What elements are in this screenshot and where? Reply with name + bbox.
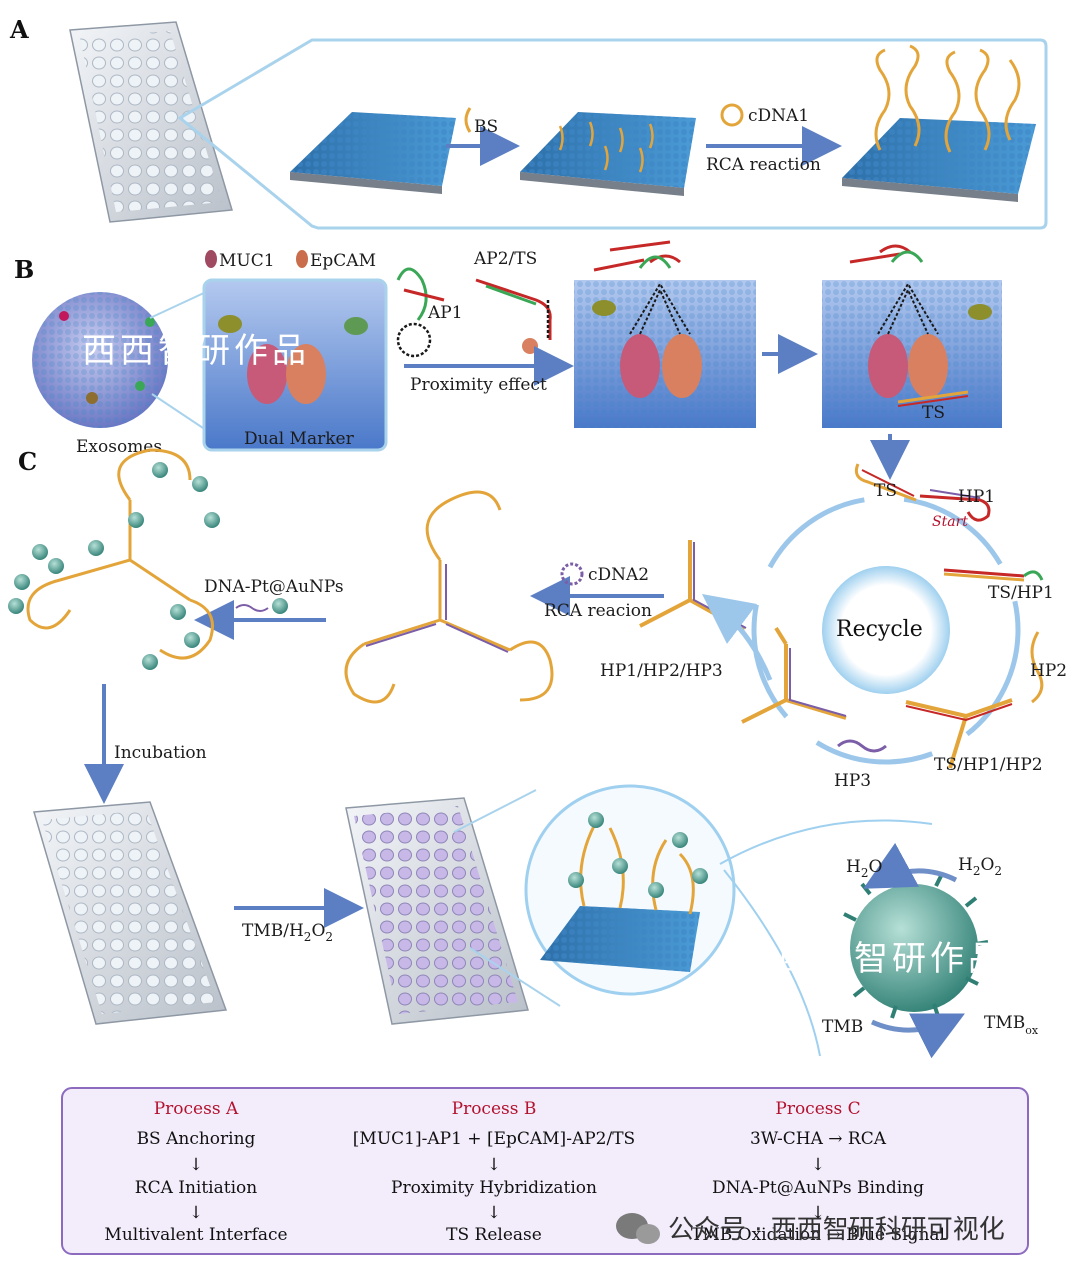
ts-hp1-strands	[854, 463, 991, 522]
label-hp2: HP2	[1030, 661, 1067, 681]
epcam-icon	[296, 250, 308, 268]
zoom-line-a	[179, 117, 313, 227]
panel-label-a: A	[9, 15, 29, 44]
label-bs: BS	[474, 117, 498, 137]
wechat-account: 公众号 · 西西智研科研可视化	[668, 1215, 1005, 1245]
recycle-bubble	[822, 566, 950, 694]
process-arrow-2-1: ↓	[811, 1203, 825, 1223]
ts-hp1-hp2-complex	[905, 698, 1013, 769]
rca-amplified-structure	[344, 490, 554, 704]
zoom-line-b2	[151, 393, 207, 431]
label-epcam: EpCAM	[310, 251, 376, 271]
label-hp3: HP3	[834, 771, 871, 791]
dna-pt-nanoparticle	[272, 598, 288, 614]
cdna1-icon	[720, 103, 744, 127]
process-arrow-1-1: ↓	[487, 1203, 501, 1223]
surface-bs	[520, 112, 696, 196]
panel-label-c: C	[18, 447, 37, 476]
label-tmb-ox: TMBox	[984, 1013, 1039, 1037]
process-arrow-0-1: ↓	[189, 1203, 203, 1223]
label-cdna1: cDNA1	[748, 106, 809, 126]
label-ts-hp1: TS/HP1	[988, 583, 1054, 603]
ts-hp1-duplex	[943, 568, 1044, 582]
microplate-clear	[33, 801, 228, 1025]
cdna2-icon	[560, 562, 584, 586]
label-rca-reaction: RCA reaction	[706, 155, 821, 175]
label-h2o: H2O	[846, 857, 882, 880]
label-proximity-effect: Proximity effect	[410, 375, 547, 395]
proximity-panel-2	[822, 244, 1002, 428]
zoom-line-b1	[149, 291, 207, 319]
process-step-2-1: DNA-Pt@AuNPs Binding	[712, 1178, 924, 1198]
label-cdna2: cDNA2	[588, 565, 649, 585]
label-hp1: HP1	[958, 487, 995, 507]
zoom-line-c1	[453, 789, 537, 833]
bs-icon	[464, 107, 472, 133]
wechat-icon	[616, 1213, 660, 1244]
label-dual-marker: Dual Marker	[244, 429, 355, 449]
process-step-1-2: TS Release	[446, 1225, 542, 1245]
three-way-junction	[741, 626, 847, 724]
arrow-cycle-back	[702, 593, 773, 681]
process-arrow-0-0: ↓	[189, 1155, 203, 1175]
process-title-2: Process C	[775, 1099, 860, 1119]
nanozyme-particle	[843, 871, 989, 1019]
zoom-bubble	[524, 784, 736, 996]
exosome-sphere	[32, 292, 168, 428]
label-ts-c: TS	[874, 481, 897, 501]
hp3-strand	[837, 739, 887, 753]
process-title-0: Process A	[154, 1099, 239, 1119]
dna-pt-probe	[235, 604, 269, 612]
process-step-1-0: [MUC1]-AP1 + [EpCAM]-AP2/TS	[353, 1129, 635, 1149]
process-arrow-1-0: ↓	[487, 1155, 501, 1175]
process-title-1: Process B	[452, 1099, 537, 1119]
arrow-tmb-tmbox	[870, 1013, 965, 1059]
label-muc1: MUC1	[219, 251, 275, 271]
label-recycle: Recycle	[836, 617, 923, 642]
watermark-1: 西西智研作品	[82, 331, 310, 371]
process-step-0-0: BS Anchoring	[137, 1129, 256, 1149]
label-rca-reacion: RCA reacion	[544, 601, 652, 621]
label-start: Start	[932, 514, 968, 530]
arrow-h2o2-h2o	[863, 842, 958, 889]
surface-bare	[290, 112, 456, 194]
process-step-2-0: 3W-CHA → RCA	[750, 1129, 887, 1149]
watermark-2: 西西智研作品	[778, 939, 1006, 979]
labeled-rca-structure	[8, 448, 220, 670]
surface-rca	[842, 44, 1036, 202]
panel-label-b: B	[14, 255, 34, 284]
label-tmb: TMB	[822, 1017, 863, 1037]
zoom-frame-a	[177, 38, 1048, 230]
label-incubation: Incubation	[114, 743, 207, 763]
label-tmb-h2o2: TMB/H2O2	[242, 921, 333, 944]
process-arrow-2-0: ↓	[811, 1155, 825, 1175]
label-exosomes: Exosomes	[76, 437, 162, 457]
label-hp1-hp2-hp3: HP1/HP2/HP3	[600, 661, 723, 681]
zoom-arc-c	[719, 819, 933, 1057]
label-ap1: AP1	[427, 303, 463, 323]
proximity-panel-1	[574, 240, 756, 428]
muc1-icon	[205, 250, 217, 268]
process-step-1-1: Proximity Hybridization	[391, 1178, 597, 1198]
process-step-0-2: Multivalent Interface	[104, 1225, 287, 1245]
microplate-colored	[345, 797, 529, 1025]
dual-marker-panel	[202, 278, 388, 452]
microplate-a	[69, 21, 233, 223]
process-summary-box	[61, 1087, 1029, 1255]
label-ap2-ts: AP2/TS	[473, 249, 537, 269]
label-h2o2: H2O2	[958, 855, 1002, 878]
label-ts-hp1-hp2: TS/HP1/HP2	[934, 755, 1043, 775]
zoom-line-c2	[469, 947, 561, 1007]
aptamer-strands	[396, 267, 552, 358]
process-step-0-1: RCA Initiation	[135, 1178, 257, 1198]
hp2-strand	[1030, 631, 1044, 704]
process-step-2-2: TMB Oxidation → Blue Signal	[691, 1225, 945, 1245]
label-dna-pt-aunps: DNA-Pt@AuNPs	[204, 577, 344, 597]
label-ts-b: TS	[922, 403, 945, 423]
